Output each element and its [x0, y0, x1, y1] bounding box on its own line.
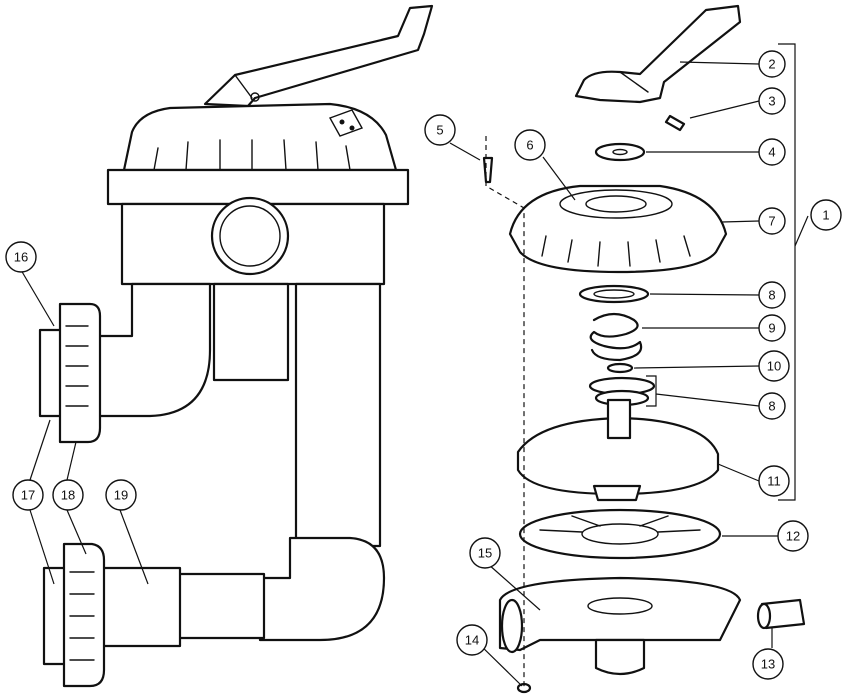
part-cover [508, 184, 728, 274]
svg-text:1: 1 [822, 208, 829, 223]
svg-text:19: 19 [114, 488, 128, 503]
callout-2: 2 [758, 50, 786, 78]
svg-text:8: 8 [768, 399, 775, 414]
callout-16: 16 [5, 241, 37, 273]
callout-10: 10 [758, 350, 790, 382]
part-screw-3 [664, 114, 686, 132]
svg-text:11: 11 [767, 474, 781, 489]
svg-text:6: 6 [526, 138, 533, 153]
callout-19: 19 [105, 479, 137, 511]
svg-text:12: 12 [786, 529, 800, 544]
svg-text:4: 4 [768, 145, 775, 160]
callout-1: 1 [810, 199, 842, 231]
part-screw-5 [482, 156, 494, 184]
callout-17: 17 [12, 479, 44, 511]
callout-12: 12 [777, 520, 809, 552]
callout-4: 4 [758, 138, 786, 166]
callout-leaders [20, 61, 809, 687]
callout-9: 9 [758, 314, 786, 342]
svg-text:8: 8 [768, 288, 775, 303]
svg-text:7: 7 [768, 214, 775, 229]
svg-text:2: 2 [768, 57, 775, 72]
callout-6: 6 [514, 129, 546, 161]
svg-text:18: 18 [61, 488, 75, 503]
callout-15: 15 [469, 537, 501, 569]
callout-11: 11 [758, 465, 790, 497]
part-washer-4 [594, 142, 646, 162]
part-washer-10 [606, 362, 634, 374]
svg-text:14: 14 [465, 633, 479, 648]
assembled-valve [38, 4, 434, 688]
callout-13: 13 [752, 648, 784, 680]
callout-8b: 8 [758, 392, 786, 420]
callout-14: 14 [456, 624, 488, 656]
callout-8a: 8 [758, 281, 786, 309]
svg-text:3: 3 [768, 94, 775, 109]
svg-text:10: 10 [767, 359, 781, 374]
part-handle [574, 4, 742, 104]
part-rotor [516, 416, 720, 496]
callouts: 1 2 3 4 5 6 7 8 9 10 8 11 12 13 14 15 16… [5, 50, 842, 680]
svg-text:15: 15 [478, 546, 492, 561]
callout-5: 5 [424, 114, 456, 146]
part-gasket [518, 508, 722, 560]
svg-text:9: 9 [768, 321, 775, 336]
part-spring [589, 312, 643, 362]
svg-text:5: 5 [436, 123, 443, 138]
callout-7: 7 [758, 207, 786, 235]
callout-18: 18 [52, 479, 84, 511]
exploded-parts [482, 4, 806, 694]
callout-3: 3 [758, 87, 786, 115]
svg-text:17: 17 [21, 488, 35, 503]
part-oring-8a [578, 284, 650, 304]
svg-text:13: 13 [761, 657, 775, 672]
svg-text:16: 16 [14, 250, 28, 265]
